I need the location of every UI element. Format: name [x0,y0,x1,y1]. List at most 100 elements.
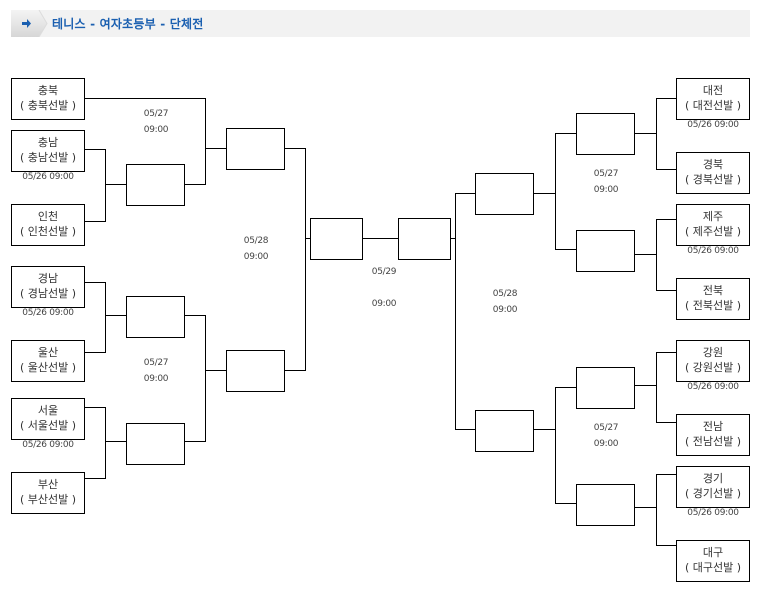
page-header: 테니스 - 여자초등부 - 단체전 [11,10,750,37]
team-box[interactable]: 부산 ( 부산선발 ) [11,472,85,514]
team-sub: ( 제주선발 ) [684,225,742,238]
bracket-line [85,407,105,408]
bracket-line [105,315,126,316]
bracket-line [85,221,105,222]
team-sub: ( 대구선발 ) [684,561,742,574]
team-sub: ( 대전선발 ) [684,99,742,112]
bracket-line [363,238,398,239]
bracket-line [656,98,657,170]
team-box[interactable]: 인천 ( 인천선발 ) [11,204,85,246]
bracket-line [205,315,206,442]
team-box[interactable]: 제주 ( 제주선발 ) [676,204,750,246]
match-box-r1[interactable] [126,423,185,465]
team-box[interactable]: 서울 ( 서울선발 ) [11,398,85,440]
bracket-line [656,352,657,423]
team-name: 경기 [702,472,724,485]
match-box-qf[interactable] [475,173,534,215]
match-box-r1[interactable] [126,164,185,206]
match-box-qf[interactable] [226,128,285,170]
match-box-r1[interactable] [576,484,635,526]
round-date: 05/28 09:00 [226,233,286,265]
bracket-line [105,282,106,353]
team-name: 서울 [37,404,59,417]
bracket-line [656,474,676,475]
bracket-line [555,503,576,504]
bracket-line [555,133,576,134]
bracket-line [534,429,556,430]
bracket-line [635,133,657,134]
round-date: 05/29 09:00 [354,264,414,312]
team-box[interactable]: 대전 ( 대전선발 ) [676,78,750,120]
team-name: 인천 [37,210,59,223]
match-box-qf[interactable] [475,410,534,452]
team-name: 충남 [37,136,59,149]
team-box[interactable]: 강원 ( 강원선발 ) [676,340,750,382]
bracket-line [205,370,226,371]
team-box[interactable]: 전남 ( 전남선발 ) [676,414,750,456]
bracket-line [555,133,556,250]
bracket-line [85,149,105,150]
bracket-line [205,98,206,185]
bracket-line [656,474,657,546]
team-box[interactable]: 전북 ( 전북선발 ) [676,278,750,320]
bracket-line [455,429,475,430]
match-box-r1[interactable] [576,367,635,409]
bracket-line [285,370,305,371]
team-name: 강원 [702,346,724,359]
date-text: 05/28 [492,289,518,299]
bracket-line [105,407,106,479]
match-box-sf[interactable] [310,218,363,260]
team-sub: ( 경남선발 ) [19,287,77,300]
team-name: 전남 [702,420,724,433]
match-box-r1[interactable] [576,230,635,272]
team-box[interactable]: 충남 ( 충남선발 ) [11,130,85,172]
match-box-qf[interactable] [226,350,285,392]
bracket-line [656,219,657,291]
match-schedule: 05/26 09:00 [22,440,74,450]
team-box[interactable]: 충북 ( 충북선발 ) [11,78,85,120]
team-name: 대전 [702,84,724,97]
team-sub: ( 충남선발 ) [19,151,77,164]
team-sub: ( 경북선발 ) [684,173,742,186]
team-name: 대구 [702,546,724,559]
bracket-line [185,441,205,442]
bracket-line [534,193,556,194]
bracket-line [656,352,676,353]
match-box-sf[interactable] [398,218,451,260]
match-schedule: 05/26 09:00 [687,382,739,392]
bracket-line [555,249,576,250]
time-text: 09:00 [593,439,619,449]
match-schedule: 05/26 09:00 [687,246,739,256]
match-schedule: 05/26 09:00 [687,120,739,130]
date-text: 05/27 [593,423,619,433]
bracket-line [656,422,676,423]
team-box[interactable]: 경남 ( 경남선발 ) [11,266,85,308]
team-name: 경남 [37,272,59,285]
arrow-right-icon [22,19,31,28]
bracket-line [305,148,306,371]
date-text: 05/28 [243,236,269,246]
team-name: 울산 [37,346,59,359]
round-date: 05/27 09:00 [576,420,636,452]
match-box-r1[interactable] [576,113,635,155]
team-sub: ( 부산선발 ) [19,493,77,506]
match-box-r1[interactable] [126,296,185,338]
team-box[interactable]: 경기 ( 경기선발 ) [676,466,750,508]
bracket-line [455,193,475,194]
time-text: 09:00 [371,299,397,309]
time-text: 09:00 [243,252,269,262]
match-schedule: 05/26 09:00 [22,172,74,182]
team-name: 충북 [37,84,59,97]
time-text: 09:00 [492,305,518,315]
bracket-line [656,545,676,546]
team-box[interactable]: 경북 ( 경북선발 ) [676,152,750,194]
team-box[interactable]: 대구 ( 대구선발 ) [676,540,750,582]
team-sub: ( 서울선발 ) [19,419,77,432]
team-name: 제주 [702,210,724,223]
bracket-line [635,507,657,508]
round-date: 05/28 09:00 [475,286,535,318]
team-sub: ( 울산선발 ) [19,361,77,374]
team-box[interactable]: 울산 ( 울산선발 ) [11,340,85,382]
bracket-line [185,315,205,316]
bracket-line [105,149,106,222]
